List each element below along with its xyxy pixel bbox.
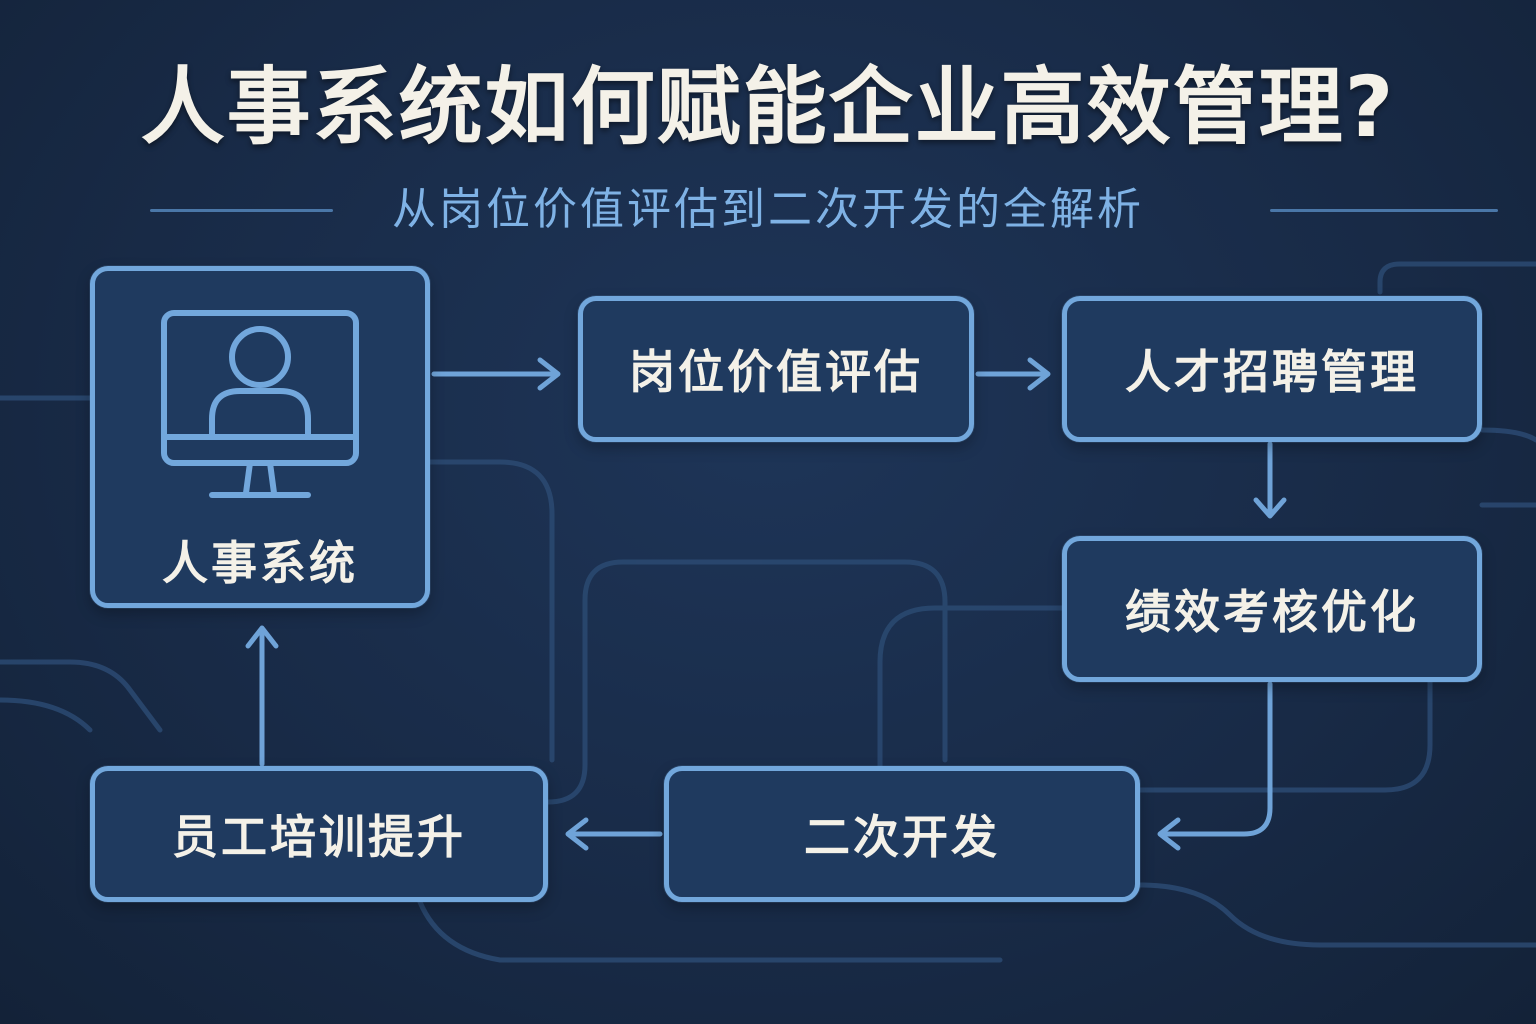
bg-line <box>1137 882 1536 948</box>
page-subtitle: 从岗位价值评估到二次开发的全解析 <box>392 184 1144 235</box>
node-label: 人才招聘管理 <box>1125 345 1419 399</box>
node-label: 二次开发 <box>804 810 1000 864</box>
node-label: 员工培训提升 <box>172 810 466 864</box>
arrow-job-to-recruitment <box>975 357 1051 391</box>
bg-line <box>427 459 555 763</box>
node-hr-system: 人事系统 <box>90 266 430 608</box>
bg-line <box>0 697 93 733</box>
bg-line <box>0 659 163 733</box>
bg-line <box>1479 427 1536 443</box>
node-job-evaluation: 岗位价值评估 <box>578 296 974 442</box>
node-label: 岗位价值评估 <box>629 345 923 399</box>
bg-line <box>545 559 948 805</box>
bg-line <box>1137 637 1433 793</box>
node-label: 绩效考核优化 <box>1125 585 1419 639</box>
node-secondary-dev: 二次开发 <box>664 766 1140 902</box>
monitor-user-icon <box>161 310 359 498</box>
subtitle-rule-left <box>150 209 333 212</box>
node-performance: 绩效考核优化 <box>1062 536 1482 682</box>
node-label: 人事系统 <box>162 536 358 590</box>
arrow-hr-to-job <box>431 357 561 391</box>
node-recruitment: 人才招聘管理 <box>1062 296 1482 442</box>
bg-line <box>877 605 1065 773</box>
subtitle-rule-right <box>1270 209 1498 212</box>
bg-line <box>1377 261 1536 295</box>
bg-line <box>417 899 1003 963</box>
arrow-training-to-hr <box>245 625 279 767</box>
arrow-recruitment-to-performance <box>1253 441 1287 519</box>
node-training: 员工培训提升 <box>90 766 548 902</box>
arrow-performance-to-dev <box>1157 681 1273 851</box>
page-title: 人事系统如何赋能企业高效管理? <box>140 58 1396 156</box>
arrow-dev-to-training <box>565 817 663 851</box>
